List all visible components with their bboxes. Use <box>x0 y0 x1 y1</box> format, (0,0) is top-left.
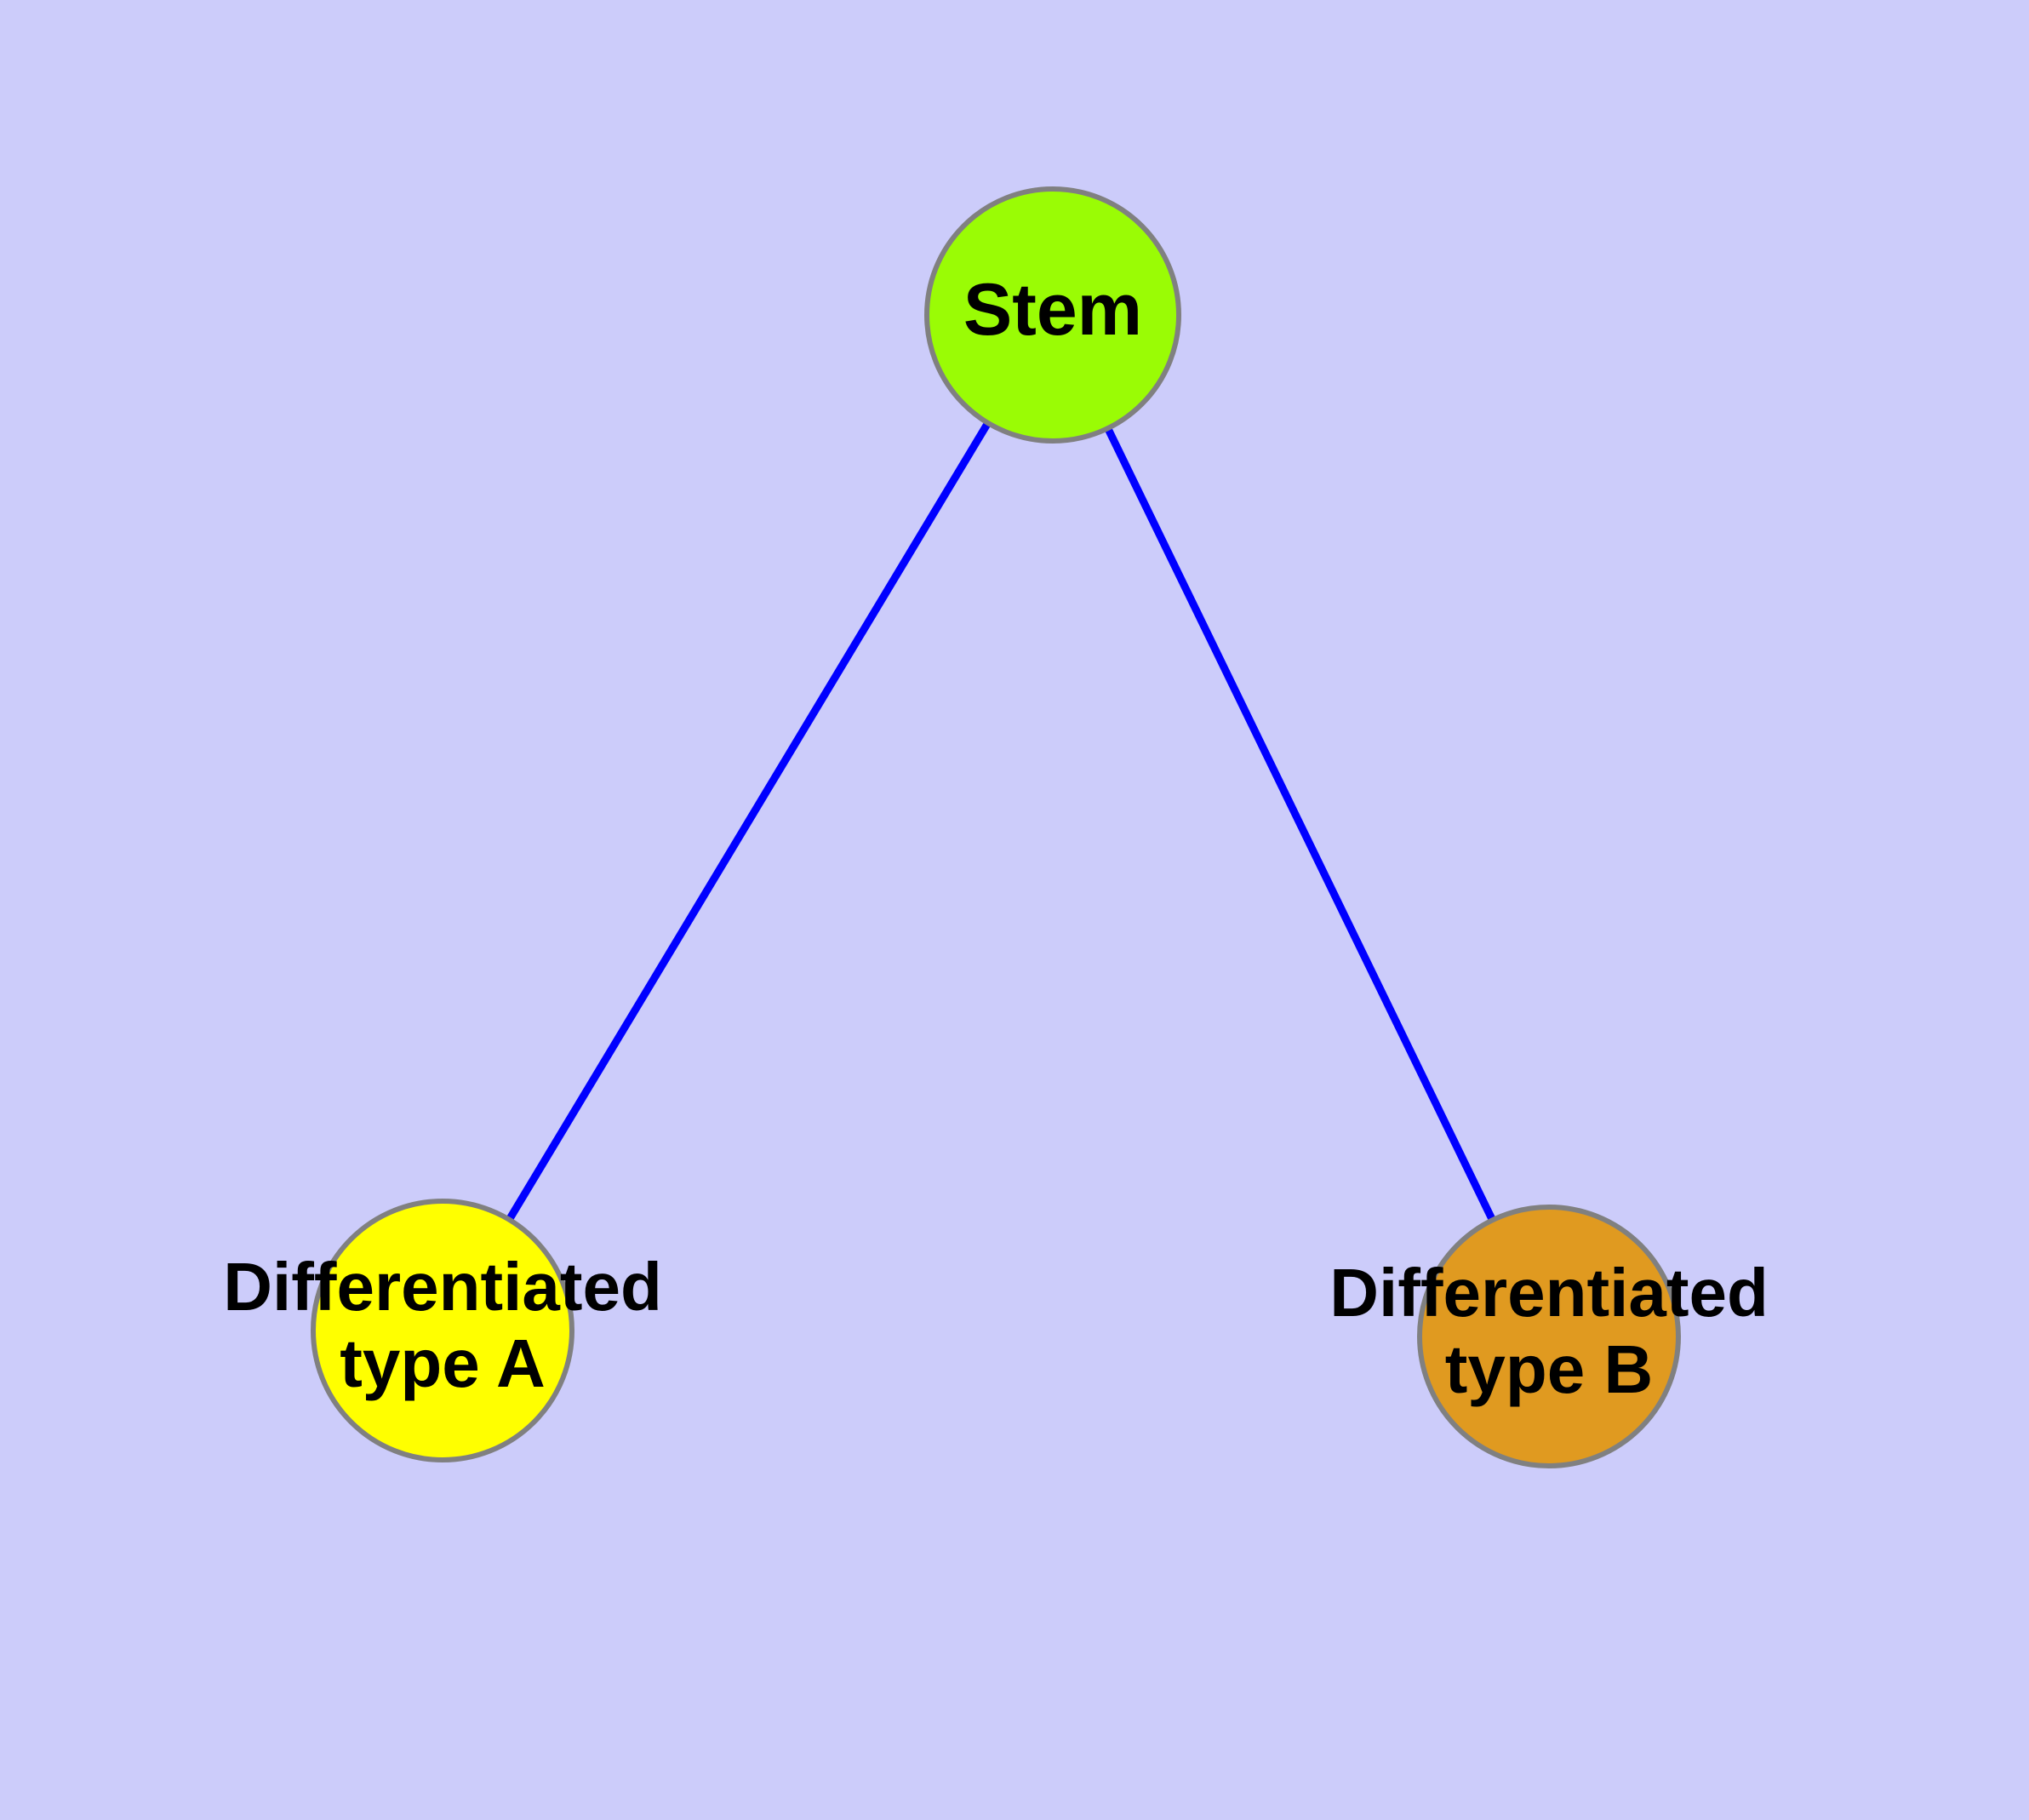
edge-stem-to-diff-a[interactable] <box>438 311 1057 1335</box>
edge-stem-to-diff-b[interactable] <box>1049 311 1553 1341</box>
node-label-line: type B <box>1445 1331 1654 1407</box>
node-diff-b[interactable] <box>1417 1205 1681 1468</box>
node-diff-a[interactable] <box>311 1199 574 1462</box>
node-label-line: Differentiated <box>1329 1255 1769 1331</box>
node-label-line: Differentiated <box>223 1249 662 1325</box>
node-label-stem: Stem <box>963 269 1142 351</box>
nodes-layer <box>311 186 1681 1468</box>
node-label-line: type A <box>340 1325 546 1401</box>
edges-layer <box>438 311 1553 1341</box>
node-stem[interactable] <box>924 186 1181 444</box>
node-label-line: Stem <box>963 269 1142 351</box>
